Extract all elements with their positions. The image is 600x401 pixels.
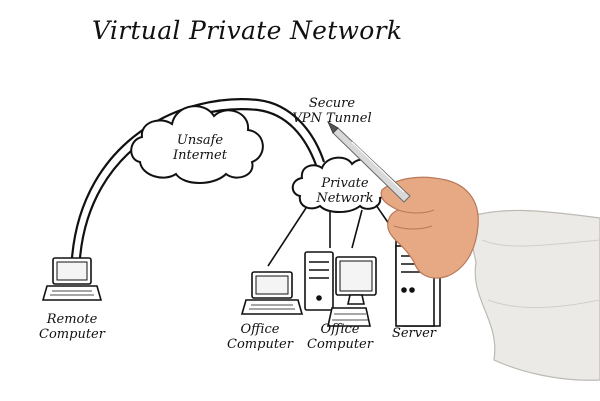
- office-desktop-label: Office Computer: [307, 322, 373, 352]
- cloud-icon: [130, 105, 264, 184]
- pen-icon: [327, 120, 411, 203]
- internet-label: Unsafe Internet: [173, 133, 227, 163]
- laptop-icon: [41, 257, 103, 301]
- remote-computer-label: Remote Computer: [39, 312, 105, 342]
- network-links: [267, 204, 401, 267]
- desktop-computer-icon: [304, 251, 377, 327]
- private-network-label: Private Network: [316, 176, 374, 206]
- vpn-tunnel-arc: [70, 98, 326, 259]
- diagram-title: Virtual Private Network: [92, 16, 403, 45]
- server-label: Server: [391, 326, 437, 341]
- office-laptop-label: Office Computer: [227, 322, 293, 352]
- vpn-tunnel-label: Secure VPN Tunnel: [292, 96, 372, 126]
- laptop-icon: [240, 271, 304, 315]
- hand-icon: [380, 176, 600, 381]
